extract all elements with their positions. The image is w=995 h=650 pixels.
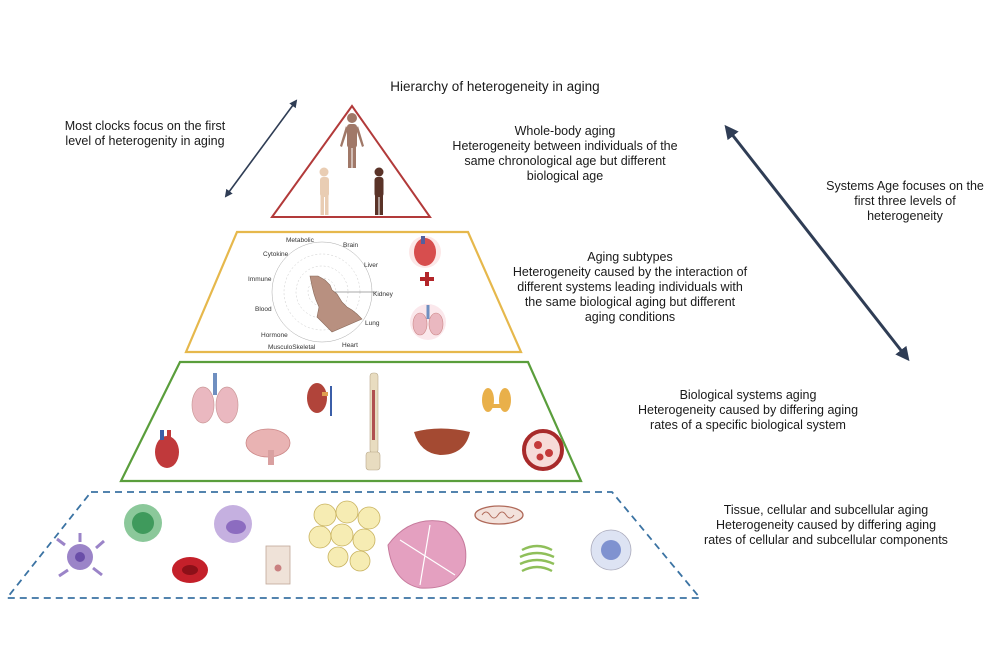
- level-4-description: Tissue, cellular and subcellular aging H…: [676, 503, 976, 548]
- right-note: Systems Age focuses on the first three l…: [805, 179, 995, 224]
- level-1-line: Heterogeneity between individuals of the: [452, 139, 678, 153]
- lungs-organ-icon: [191, 373, 239, 424]
- radar-chart: [271, 241, 377, 343]
- dendritic-cell-icon: [56, 533, 105, 578]
- diagram-title: Hierarchy of heterogeneity in aging: [390, 79, 600, 94]
- radar-label-liver: Liver: [364, 262, 379, 269]
- level-3-line: rates of a specific biological system: [650, 418, 846, 432]
- level-2-description: Aging subtypes Heterogeneity caused by t…: [490, 250, 770, 325]
- right-double-arrow: [724, 124, 910, 362]
- leg-bone-icon: [365, 372, 381, 471]
- level-2-trapezoid: [184, 230, 523, 354]
- level-2-line: different systems leading individuals wi…: [517, 280, 743, 294]
- level-4-name: Tissue, cellular and subcellular aging: [723, 503, 929, 517]
- radar-label-cytokine: Cytokine: [263, 251, 289, 258]
- heart-organ-icon: [155, 430, 179, 468]
- radar-label-kidney: Kidney: [373, 291, 394, 298]
- level-4-line: rates of cellular and subcellular compon…: [704, 533, 948, 547]
- epithelial-cell-icon: [265, 545, 291, 585]
- adipose-tissue-icon: [308, 500, 381, 572]
- radar-label-lung: Lung: [365, 320, 380, 327]
- radar-label-heart: Heart: [342, 342, 358, 349]
- level-1-line: same chronological age but different: [464, 154, 666, 168]
- left-note-line: Most clocks focus on the first: [64, 119, 226, 133]
- radar-label-metabolic: Metabolic: [286, 237, 315, 244]
- right-note-line: first three levels of: [854, 194, 956, 208]
- red-blood-cell-icon: [172, 557, 208, 583]
- lungs-icon: [410, 304, 446, 340]
- liver-icon: [414, 428, 470, 455]
- cell-nucleus-icon: [590, 529, 632, 571]
- muscle-tissue-icon: [387, 520, 467, 589]
- lymphocyte-icon: [124, 504, 162, 542]
- golgi-apparatus-icon: [519, 544, 555, 573]
- left-note: Most clocks focus on the first level of …: [45, 119, 245, 149]
- level-1-triangle: [270, 104, 432, 218]
- radar-label-immune: Immune: [248, 276, 272, 283]
- level-3-trapezoid: [119, 360, 583, 483]
- level-3-name: Biological systems aging: [679, 388, 817, 402]
- level-3-description: Biological systems aging Heterogeneity c…: [608, 388, 888, 433]
- level-2-line: aging conditions: [584, 310, 676, 324]
- left-note-line: level of heterogenity in aging: [65, 134, 225, 148]
- level-2-line: the same biological aging but different: [524, 295, 736, 309]
- thyroid-icon: [482, 388, 511, 412]
- kidney-icon: [307, 383, 332, 416]
- radar-label-hormone: Hormone: [261, 332, 288, 339]
- radar-label-brain: Brain: [343, 242, 359, 249]
- radar-area: [309, 275, 363, 333]
- right-note-line: Systems Age focuses on the: [826, 179, 984, 193]
- human-figures-icon: [319, 113, 384, 215]
- neutrophil-icon: [214, 505, 252, 543]
- heart-icon: [409, 236, 441, 268]
- level-4-trapezoid: [5, 491, 702, 599]
- level-1-name: Whole-body aging: [514, 124, 616, 138]
- radar-label-musculoskeletal: MusculoSkeletal: [268, 344, 316, 351]
- plus-icon: [420, 272, 434, 286]
- right-note-line: heterogeneity: [867, 209, 943, 223]
- blood-vessel-icon: [522, 429, 564, 471]
- level-3-line: Heterogeneity caused by differing aging: [637, 403, 859, 417]
- radar-label-blood: Blood: [255, 306, 272, 313]
- brain-icon: [245, 428, 291, 465]
- left-double-arrow: [224, 99, 298, 198]
- level-4-line: Heterogeneity caused by differing aging: [715, 518, 937, 532]
- level-2-name: Aging subtypes: [587, 250, 673, 264]
- level-1-description: Whole-body aging Heterogeneity between i…: [425, 124, 705, 184]
- level-1-line: biological age: [526, 169, 604, 183]
- mitochondria-icon: [474, 505, 524, 525]
- level-2-line: Heterogeneity caused by the interaction …: [512, 265, 748, 279]
